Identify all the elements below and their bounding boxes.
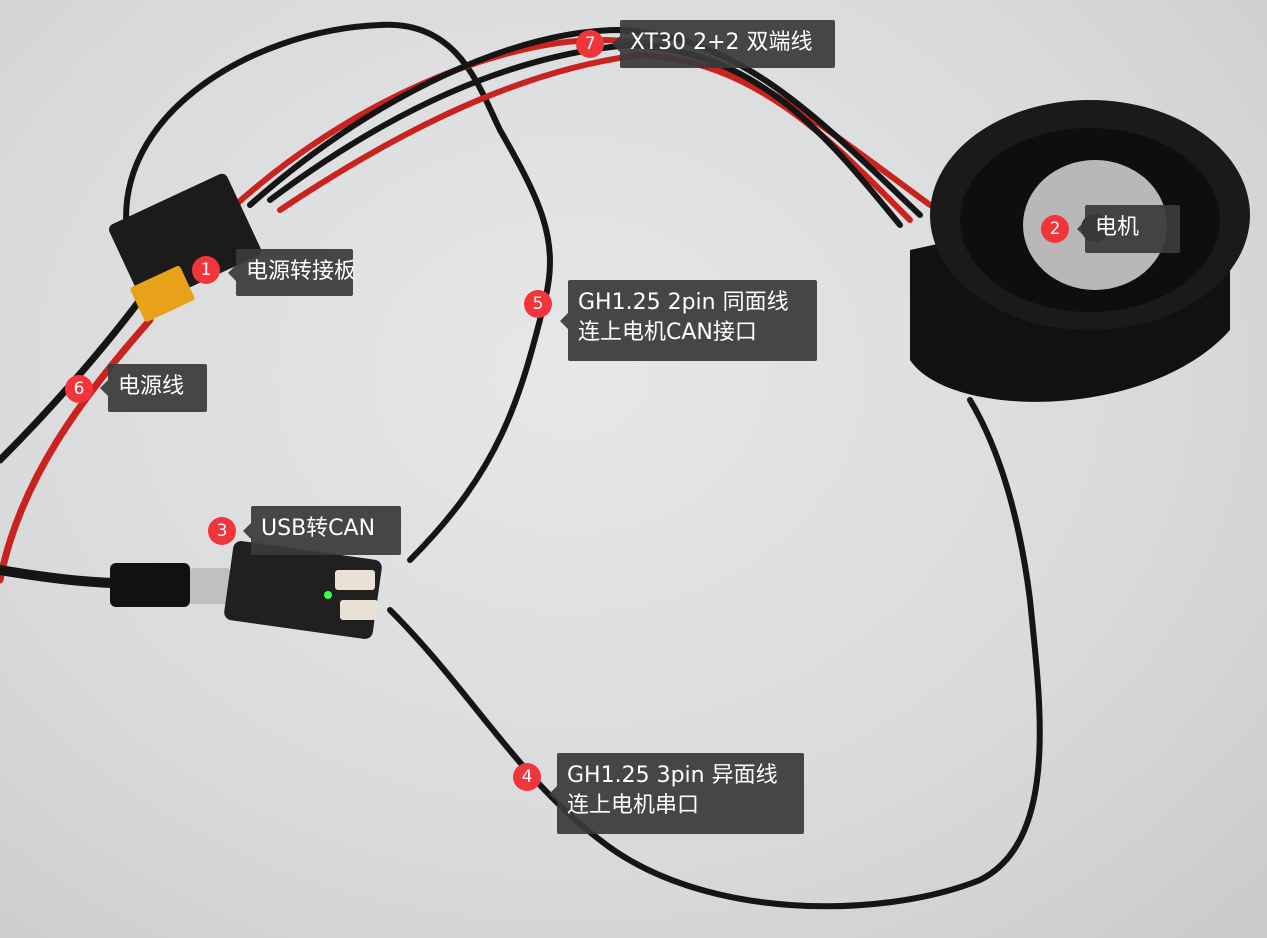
usb-can-board [110,540,382,640]
annotation-badge-2: 2 [1041,215,1069,243]
annotation-label-serial-cable: GH1.25 3pin 异面线 连上电机串口 [549,753,804,834]
xt30-wire-black-1 [247,26,923,218]
label-line-2: 连上电机串口 [567,793,700,818]
power-adapter-board [109,173,261,322]
annotation-badge-4: 4 [513,763,541,791]
label-line-1: GH1.25 3pin 异面线 [567,763,778,788]
motor [910,100,1250,402]
power-wire-black [0,296,144,464]
annotation-badge-3: 3 [208,517,236,545]
annotation-label-power-adapter: 电源转接板 [228,249,356,296]
annotation-badge-6: 6 [65,375,93,403]
annotation-label-can-cable: GH1.25 2pin 同面线 连上电机CAN接口 [560,280,817,361]
xt30-wire-black-2 [267,41,903,228]
power-wire-red [0,316,154,584]
annotation-label-xt30-cable: XT30 2+2 双端线 [612,20,835,68]
label-line-2: 连上电机CAN接口 [578,320,757,345]
annotation-badge-7: 7 [576,30,604,58]
annotation-badge-1: 1 [192,256,220,284]
loop-wire-black [123,21,553,563]
annotation-label-usb-can: USB转CAN [243,506,401,555]
xt30-wire-red-2 [277,51,913,223]
annotation-label-motor: 电机 [1077,205,1180,253]
annotation-badge-5: 5 [524,290,552,318]
label-line-1: GH1.25 2pin 同面线 [578,290,789,315]
annotation-label-power-cable: 电源线 [100,364,207,412]
